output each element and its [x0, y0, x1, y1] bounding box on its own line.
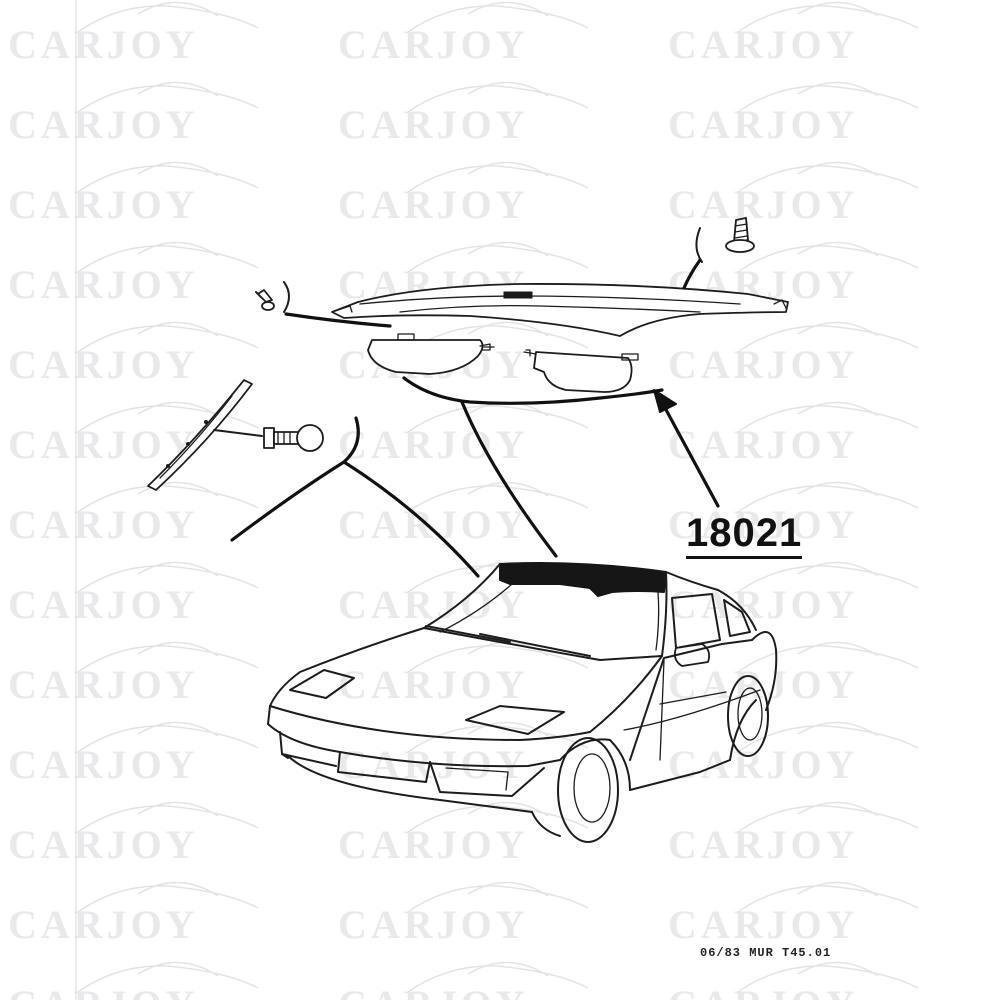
- watermark-car-icon: [737, 241, 919, 273]
- push-clip-fastener: [213, 424, 324, 452]
- watermark-text: CARJOY: [338, 582, 529, 627]
- watermark-text: CARJOY: [8, 342, 199, 387]
- watermark-car-icon: [77, 561, 259, 593]
- watermark-car-icon: [407, 81, 589, 113]
- watermark-text: CARJOY: [338, 102, 529, 147]
- watermark-text: CARJOY: [668, 982, 859, 1000]
- watermark-text: CARJOY: [8, 182, 199, 227]
- watermark-car-icon: [77, 81, 259, 113]
- watermark-text: CARJOY: [668, 742, 859, 787]
- watermark-car-icon: [407, 321, 589, 353]
- watermark-text: CARJOY: [338, 422, 529, 467]
- watermark-car-icon: [77, 401, 259, 433]
- watermark-car-icon: [77, 481, 259, 513]
- watermark-car-icon: [737, 401, 919, 433]
- watermark-text: CARJOY: [668, 902, 859, 947]
- watermark-text: CARJOY: [8, 822, 199, 867]
- watermark-text: CARJOY: [338, 822, 529, 867]
- watermark-car-icon: [77, 801, 259, 833]
- watermark-layer: CARJOY CARJOY CARJOY CARJOY CARJOY CARJOY CARJ…: [8, 1, 919, 1000]
- watermark-car-icon: [77, 321, 259, 353]
- watermark-text: CARJOY: [8, 102, 199, 147]
- pillar-trim-strip: [147, 379, 253, 491]
- watermark-text: CARJOY: [668, 422, 859, 467]
- watermark-text: CARJOY: [8, 982, 199, 1000]
- watermark-car-icon: [737, 81, 919, 113]
- watermark-car-icon: [77, 1, 259, 33]
- watermark-car-icon: [737, 1, 919, 33]
- document-reference: 06/83 MUR T45.01: [700, 946, 832, 960]
- watermark-text: CARJOY: [668, 662, 859, 707]
- watermark-text: CARJOY: [8, 22, 199, 67]
- watermark-car-icon: [407, 241, 589, 273]
- watermark-text: CARJOY: [338, 502, 529, 547]
- watermark-car-icon: [407, 481, 589, 513]
- watermark-car-icon: [737, 161, 919, 193]
- watermark-text: CARJOY: [8, 662, 199, 707]
- headliner-panel: [331, 283, 789, 337]
- watermark-text: CARJOY: [668, 182, 859, 227]
- watermark-car-icon: [407, 881, 589, 913]
- watermark-text: CARJOY: [668, 22, 859, 67]
- watermark-text: CARJOY: [338, 662, 529, 707]
- watermark-text: CARJOY: [8, 742, 199, 787]
- watermark-text: CARJOY: [8, 262, 199, 307]
- watermark-car-icon: [407, 721, 589, 753]
- watermark-car-icon: [737, 801, 919, 833]
- watermark-car-icon: [737, 641, 919, 673]
- watermark-car-icon: [77, 961, 259, 993]
- watermark-car-icon: [737, 321, 919, 353]
- leader-arrow-icon: [653, 389, 720, 508]
- screw-right: [695, 217, 755, 263]
- watermark-text: CARJOY: [338, 982, 529, 1000]
- watermark-car-icon: [737, 481, 919, 513]
- watermark-text: CARJOY: [338, 22, 529, 67]
- watermark-car-icon: [77, 721, 259, 753]
- watermark-text: CARJOY: [668, 102, 859, 147]
- watermark-text: CARJOY: [8, 422, 199, 467]
- car-illustration: [267, 562, 778, 843]
- watermark-car-icon: [407, 961, 589, 993]
- watermark-car-icon: [77, 881, 259, 913]
- watermark-text: CARJOY: [338, 902, 529, 947]
- watermark-text: CARJOY: [8, 582, 199, 627]
- sun-visor-left: [367, 333, 495, 375]
- watermark-text: CARJOY: [8, 902, 199, 947]
- watermark-car-icon: [407, 801, 589, 833]
- screw-left: [255, 281, 290, 313]
- watermark-text: CARJOY: [338, 182, 529, 227]
- watermark-text: CARJOY: [8, 502, 199, 547]
- watermark-car-icon: [77, 641, 259, 673]
- watermark-car-icon: [737, 561, 919, 593]
- watermark-text: CARJOY: [668, 822, 859, 867]
- part-number-callout: 18021: [686, 512, 803, 559]
- watermark-car-icon: [407, 161, 589, 193]
- sun-visor-right: [523, 349, 639, 393]
- watermark-text: CARJOY: [668, 582, 859, 627]
- watermark-car-icon: [77, 161, 259, 193]
- watermark-car-icon: [77, 241, 259, 273]
- watermark-car-icon: [737, 881, 919, 913]
- watermark-car-icon: [737, 721, 919, 753]
- watermark-text: CARJOY: [668, 502, 859, 547]
- watermark-car-icon: [737, 961, 919, 993]
- watermark-text: CARJOY: [668, 342, 859, 387]
- watermark-car-icon: [407, 1, 589, 33]
